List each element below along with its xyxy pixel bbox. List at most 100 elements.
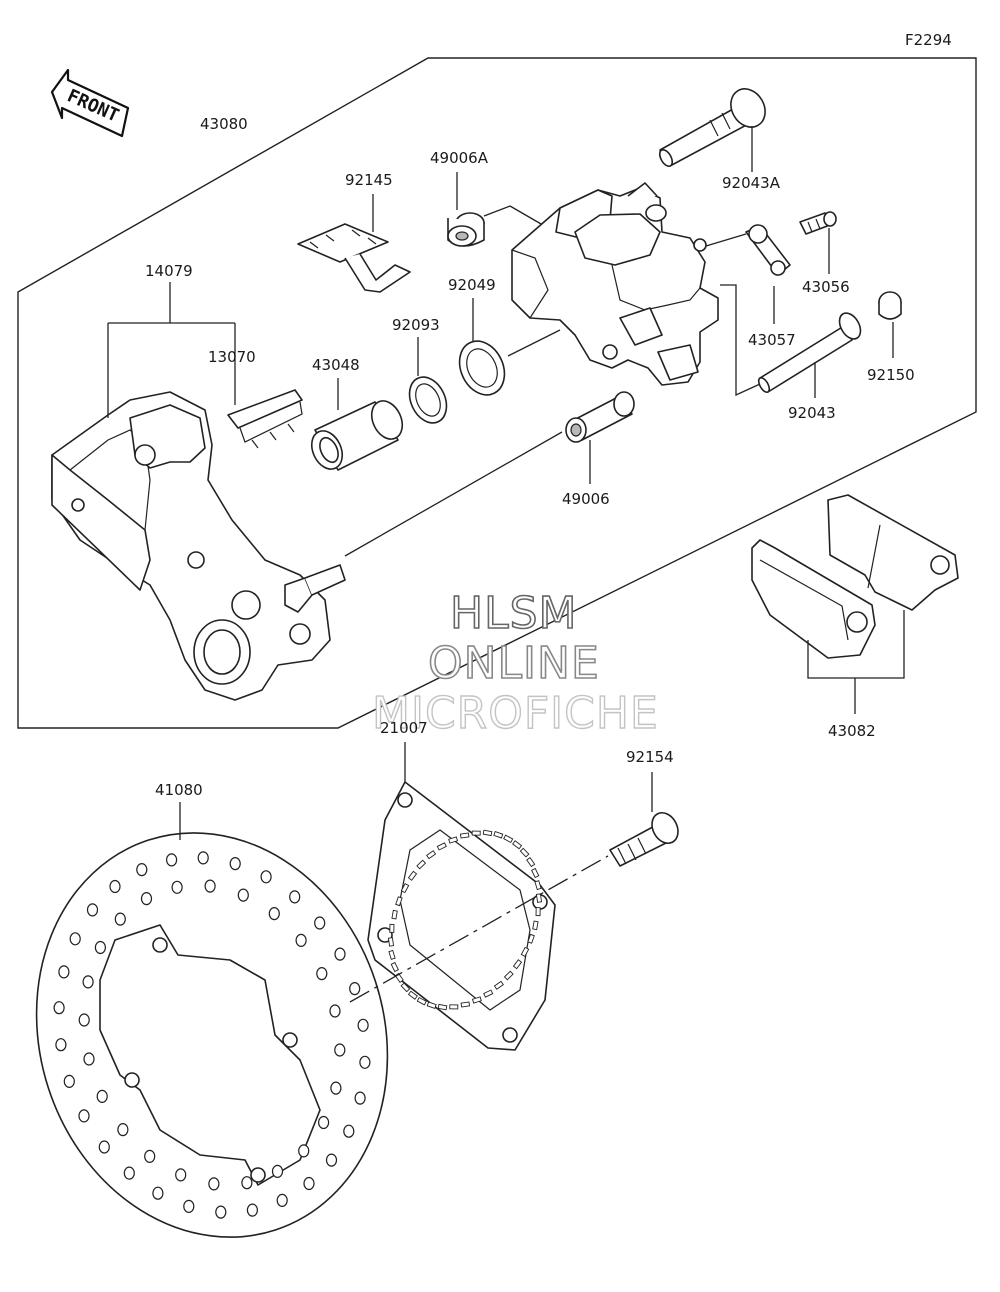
rotor-hole xyxy=(53,1001,65,1015)
part-label-92049: 92049 xyxy=(448,276,496,294)
rotor-hole xyxy=(268,906,280,921)
sensor-tooth xyxy=(520,946,530,957)
rotor-bolt xyxy=(609,811,679,867)
part-label-13070: 13070 xyxy=(208,348,256,366)
slide-pin xyxy=(757,312,862,394)
rotor-hole xyxy=(316,966,328,981)
rotor-hole xyxy=(330,1081,342,1095)
axis-bracket xyxy=(344,431,563,557)
sensor-tooth xyxy=(459,832,470,839)
caliper-body xyxy=(511,182,719,386)
rotor-hole xyxy=(289,890,301,904)
sensor-tooth xyxy=(448,836,459,844)
axis-piston xyxy=(507,329,561,357)
sensor-tooth xyxy=(503,970,514,981)
part-label-49006A: 49006A xyxy=(430,149,489,167)
rotor-hole xyxy=(325,1153,338,1167)
bleeder-cap xyxy=(878,291,902,320)
sensor-tooth xyxy=(426,850,437,860)
sensor-tooth xyxy=(534,880,542,891)
rotor-hole xyxy=(69,932,81,946)
rotor-hole xyxy=(171,880,183,894)
part-label-92043: 92043 xyxy=(788,404,836,422)
sensor-tooth xyxy=(437,1003,448,1011)
sensor-tooth xyxy=(395,896,403,907)
rotor-hole xyxy=(144,1149,156,1164)
rotor-hole xyxy=(314,916,326,930)
rotor-hole xyxy=(123,1166,135,1180)
rotor-hole xyxy=(215,1205,227,1219)
brake-pads xyxy=(751,494,959,659)
rotor-hole xyxy=(354,1091,366,1105)
rotor-hole xyxy=(140,891,153,906)
caliper-assembly-outline xyxy=(17,57,977,729)
sensor-tooth xyxy=(416,996,427,1006)
rotor-hole xyxy=(260,870,272,884)
rotor-hole xyxy=(318,1115,330,1130)
rotor-hole xyxy=(359,1055,371,1069)
sensor-tooth xyxy=(407,870,418,881)
bleeder-washer xyxy=(745,224,791,276)
rotor-hole xyxy=(334,1043,346,1057)
sensor-tooth xyxy=(391,909,398,920)
rotor-hole xyxy=(83,1052,95,1066)
pad-pin-clip xyxy=(297,223,411,293)
rotor-hole xyxy=(208,1177,220,1191)
pad-spring xyxy=(227,389,303,449)
rotor-hole xyxy=(98,1140,110,1154)
sensor-tooth xyxy=(426,1001,437,1009)
sensor-tooth xyxy=(400,982,411,993)
rotor-hole xyxy=(229,856,241,871)
sensor-tooth xyxy=(483,989,494,998)
slide-pin-boot-a xyxy=(447,212,485,247)
sensor-tooth xyxy=(482,829,493,837)
dust-seal xyxy=(458,340,506,396)
rotor-hole xyxy=(271,1164,284,1179)
part-label-14079: 14079 xyxy=(145,262,193,280)
part-label-21007: 21007 xyxy=(380,719,428,737)
axis-bleeder xyxy=(705,233,747,247)
sensor-tooth xyxy=(390,961,399,973)
rotor-hole xyxy=(204,879,216,893)
sensor-tooth xyxy=(436,842,447,851)
rotor-hole xyxy=(109,879,121,894)
sensor-tooth xyxy=(535,893,543,903)
part-label-43048: 43048 xyxy=(312,356,360,374)
rotor-hole xyxy=(197,851,209,865)
rotor-hole xyxy=(58,965,70,979)
rotor-hole xyxy=(303,1176,315,1191)
caliper-bracket xyxy=(51,391,346,701)
part-label-49006: 49006 xyxy=(562,490,610,508)
piston xyxy=(310,400,404,471)
sensor-tooth xyxy=(532,920,539,931)
front-arrow-icon: FRONT xyxy=(50,68,130,138)
sensor-tooth xyxy=(535,907,541,917)
sensor-tooth xyxy=(389,923,395,933)
rotor-holes xyxy=(53,851,371,1219)
piston-seal xyxy=(408,376,448,424)
dust-seal-inner xyxy=(466,348,498,388)
sensor-tooth xyxy=(416,859,427,870)
rotor-hole xyxy=(63,1074,75,1089)
part-label-43056: 43056 xyxy=(802,278,850,296)
piston-seal-inner xyxy=(415,383,441,417)
bleeder-valve xyxy=(799,211,837,235)
rotor-hole xyxy=(349,981,361,996)
figure-code: F2294 xyxy=(905,31,952,49)
part-label-43080: 43080 xyxy=(200,115,248,133)
rotor-hole xyxy=(78,1109,90,1123)
slide-pin-a xyxy=(658,88,766,167)
rotor-hole xyxy=(94,940,107,955)
rotor-hole xyxy=(183,1199,195,1214)
rotor-hole xyxy=(357,1018,369,1032)
sensor-tooth xyxy=(388,949,396,960)
rotor-hole xyxy=(136,862,148,877)
rotor-hole xyxy=(237,888,249,902)
sensor-tooth xyxy=(471,830,481,836)
rotor-hole xyxy=(86,903,99,917)
rotor-hole xyxy=(246,1203,258,1217)
rotor-hole xyxy=(55,1038,67,1052)
part-label-92043A: 92043A xyxy=(722,174,781,192)
rotor-hole xyxy=(96,1089,108,1104)
